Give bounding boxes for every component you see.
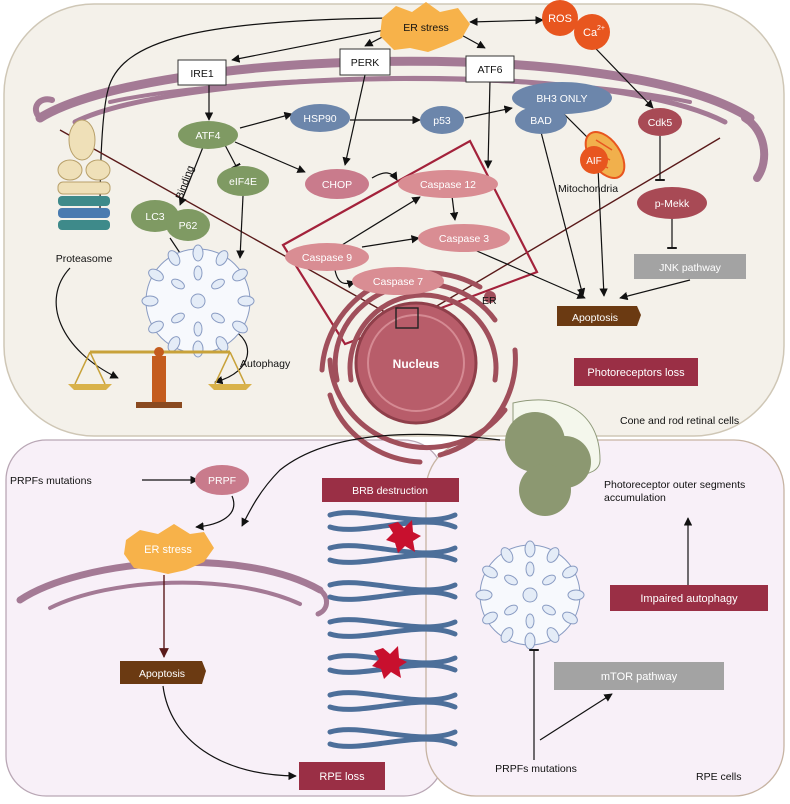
p62-node: P62 [166, 209, 210, 241]
svg-text:ATF4: ATF4 [196, 130, 221, 142]
svg-text:ATF6: ATF6 [478, 64, 503, 76]
prpf-node: PRPF [195, 465, 249, 495]
ire1-box: IRE1 [177, 59, 227, 86]
proteasome-icon [57, 119, 111, 230]
ros-node: ROS [542, 0, 578, 36]
mtor-pathway-box: mTOR pathway [554, 662, 724, 690]
svg-text:BAD: BAD [530, 115, 552, 127]
prpfs-mutations-left-label: PRPFs mutations [10, 475, 92, 487]
svg-text:Cdk5: Cdk5 [648, 117, 673, 129]
cdk5-node: Cdk5 [638, 108, 682, 136]
caspase12-node: Caspase 12 [398, 170, 498, 198]
svg-text:BH3 ONLY: BH3 ONLY [536, 93, 587, 105]
svg-text:P62: P62 [179, 220, 198, 232]
photoreceptors-loss-box: Photoreceptors loss [574, 358, 698, 386]
proteasome-label: Proteasome [56, 253, 113, 265]
atf6-box: ATF6 [465, 55, 515, 83]
svg-text:Caspase 7: Caspase 7 [373, 276, 423, 288]
er-label: ER [482, 295, 497, 307]
rpe-right-panel [425, 439, 785, 797]
er-diagonal-right [419, 137, 721, 317]
cone-rod-label: Cone and rod retinal cells [620, 415, 739, 427]
prpfs-mutations-right-label: PRPFs mutations [495, 763, 577, 775]
top-arrows [55, 16, 691, 385]
nucleus [354, 301, 478, 425]
mitochondria: AIF Mitochondria [558, 131, 626, 195]
brb-destruction-box: BRB destruction [322, 478, 459, 502]
caspase-frame [281, 139, 539, 346]
chop-node: CHOP [305, 169, 369, 199]
svg-text:ROS: ROS [548, 13, 572, 25]
jnk-pathway-box: JNK pathway [634, 254, 746, 279]
impaired-autophagy-box: Impaired autophagy [610, 585, 768, 611]
svg-text:AIF: AIF [586, 156, 602, 167]
rpe-loss-box: RPE loss [299, 762, 385, 790]
pos-accumulation-line1: Photoreceptor outer segments [604, 479, 745, 491]
apoptosis-box-top: Apoptosis [557, 306, 641, 326]
svg-text:Impaired autophagy: Impaired autophagy [640, 593, 738, 605]
pos-accumulation-line2: accumulation [604, 492, 666, 504]
svg-text:Mitochondria: Mitochondria [558, 183, 618, 195]
autophagy-label: Autophagy [240, 358, 291, 370]
eif4e-node: eIF4E [217, 166, 269, 196]
svg-text:CHOP: CHOP [322, 179, 352, 191]
svg-text:ER stress: ER stress [144, 544, 192, 556]
junction-damage-icon [372, 520, 421, 679]
svg-text:Apoptosis: Apoptosis [572, 312, 618, 324]
rpe-feedback-arrow [241, 433, 501, 527]
svg-text:mTOR pathway: mTOR pathway [601, 671, 678, 683]
svg-text:Apoptosis: Apoptosis [139, 668, 185, 680]
er-stress-burst: ER stress [380, 2, 470, 52]
svg-text:p53: p53 [433, 115, 451, 127]
svg-text:ER stress: ER stress [403, 22, 449, 34]
svg-text:Caspase 12: Caspase 12 [420, 179, 476, 191]
aif-node [580, 146, 608, 174]
svg-text:Caspase 9: Caspase 9 [302, 252, 352, 264]
caspase9-node: Caspase 9 [285, 243, 369, 271]
bad-node: BAD [515, 106, 567, 134]
svg-text:HSP90: HSP90 [303, 113, 336, 125]
svg-text:JNK pathway: JNK pathway [659, 262, 722, 274]
svg-text:PERK: PERK [351, 57, 380, 69]
balance-scale-icon [68, 347, 252, 408]
photoreceptor-outer-segment-icon [505, 399, 601, 516]
caspase3-node: Caspase 3 [418, 224, 510, 252]
atf4-node: ATF4 [178, 121, 238, 149]
p53-node: p53 [420, 106, 464, 134]
apoptosis-box-bottom: Apoptosis [120, 661, 206, 684]
svg-text:2+: 2+ [597, 25, 605, 32]
svg-text:IRE1: IRE1 [190, 68, 214, 80]
p-mekk-node: p-Mekk [637, 187, 707, 219]
svg-text:BRB destruction: BRB destruction [352, 485, 428, 497]
er-diagonal-left [59, 129, 393, 317]
svg-text:eIF4E: eIF4E [229, 176, 257, 188]
svg-text:Ca: Ca [583, 27, 598, 39]
rpe-cells-label: RPE cells [696, 771, 742, 783]
svg-text:LC3: LC3 [145, 211, 164, 223]
svg-text:Photoreceptors loss: Photoreceptors loss [587, 367, 685, 379]
nucleus-label: Nucleus [393, 357, 440, 371]
hsp90-node: HSP90 [290, 104, 350, 132]
svg-text:p-Mekk: p-Mekk [655, 198, 690, 210]
svg-text:PRPF: PRPF [208, 475, 236, 487]
ca-node: Ca 2+ [574, 14, 610, 50]
er-zoom-square [395, 307, 419, 329]
bh3-only-node: BH3 ONLY [512, 82, 612, 114]
svg-text:Caspase 3: Caspase 3 [439, 233, 489, 245]
caspase7-node: Caspase 7 [352, 267, 444, 295]
er-stress-bottom-burst: ER stress [124, 524, 214, 574]
perk-box: PERK [339, 48, 391, 76]
svg-text:RPE loss: RPE loss [319, 771, 365, 783]
autophagosome-bottom-icon [475, 540, 585, 650]
